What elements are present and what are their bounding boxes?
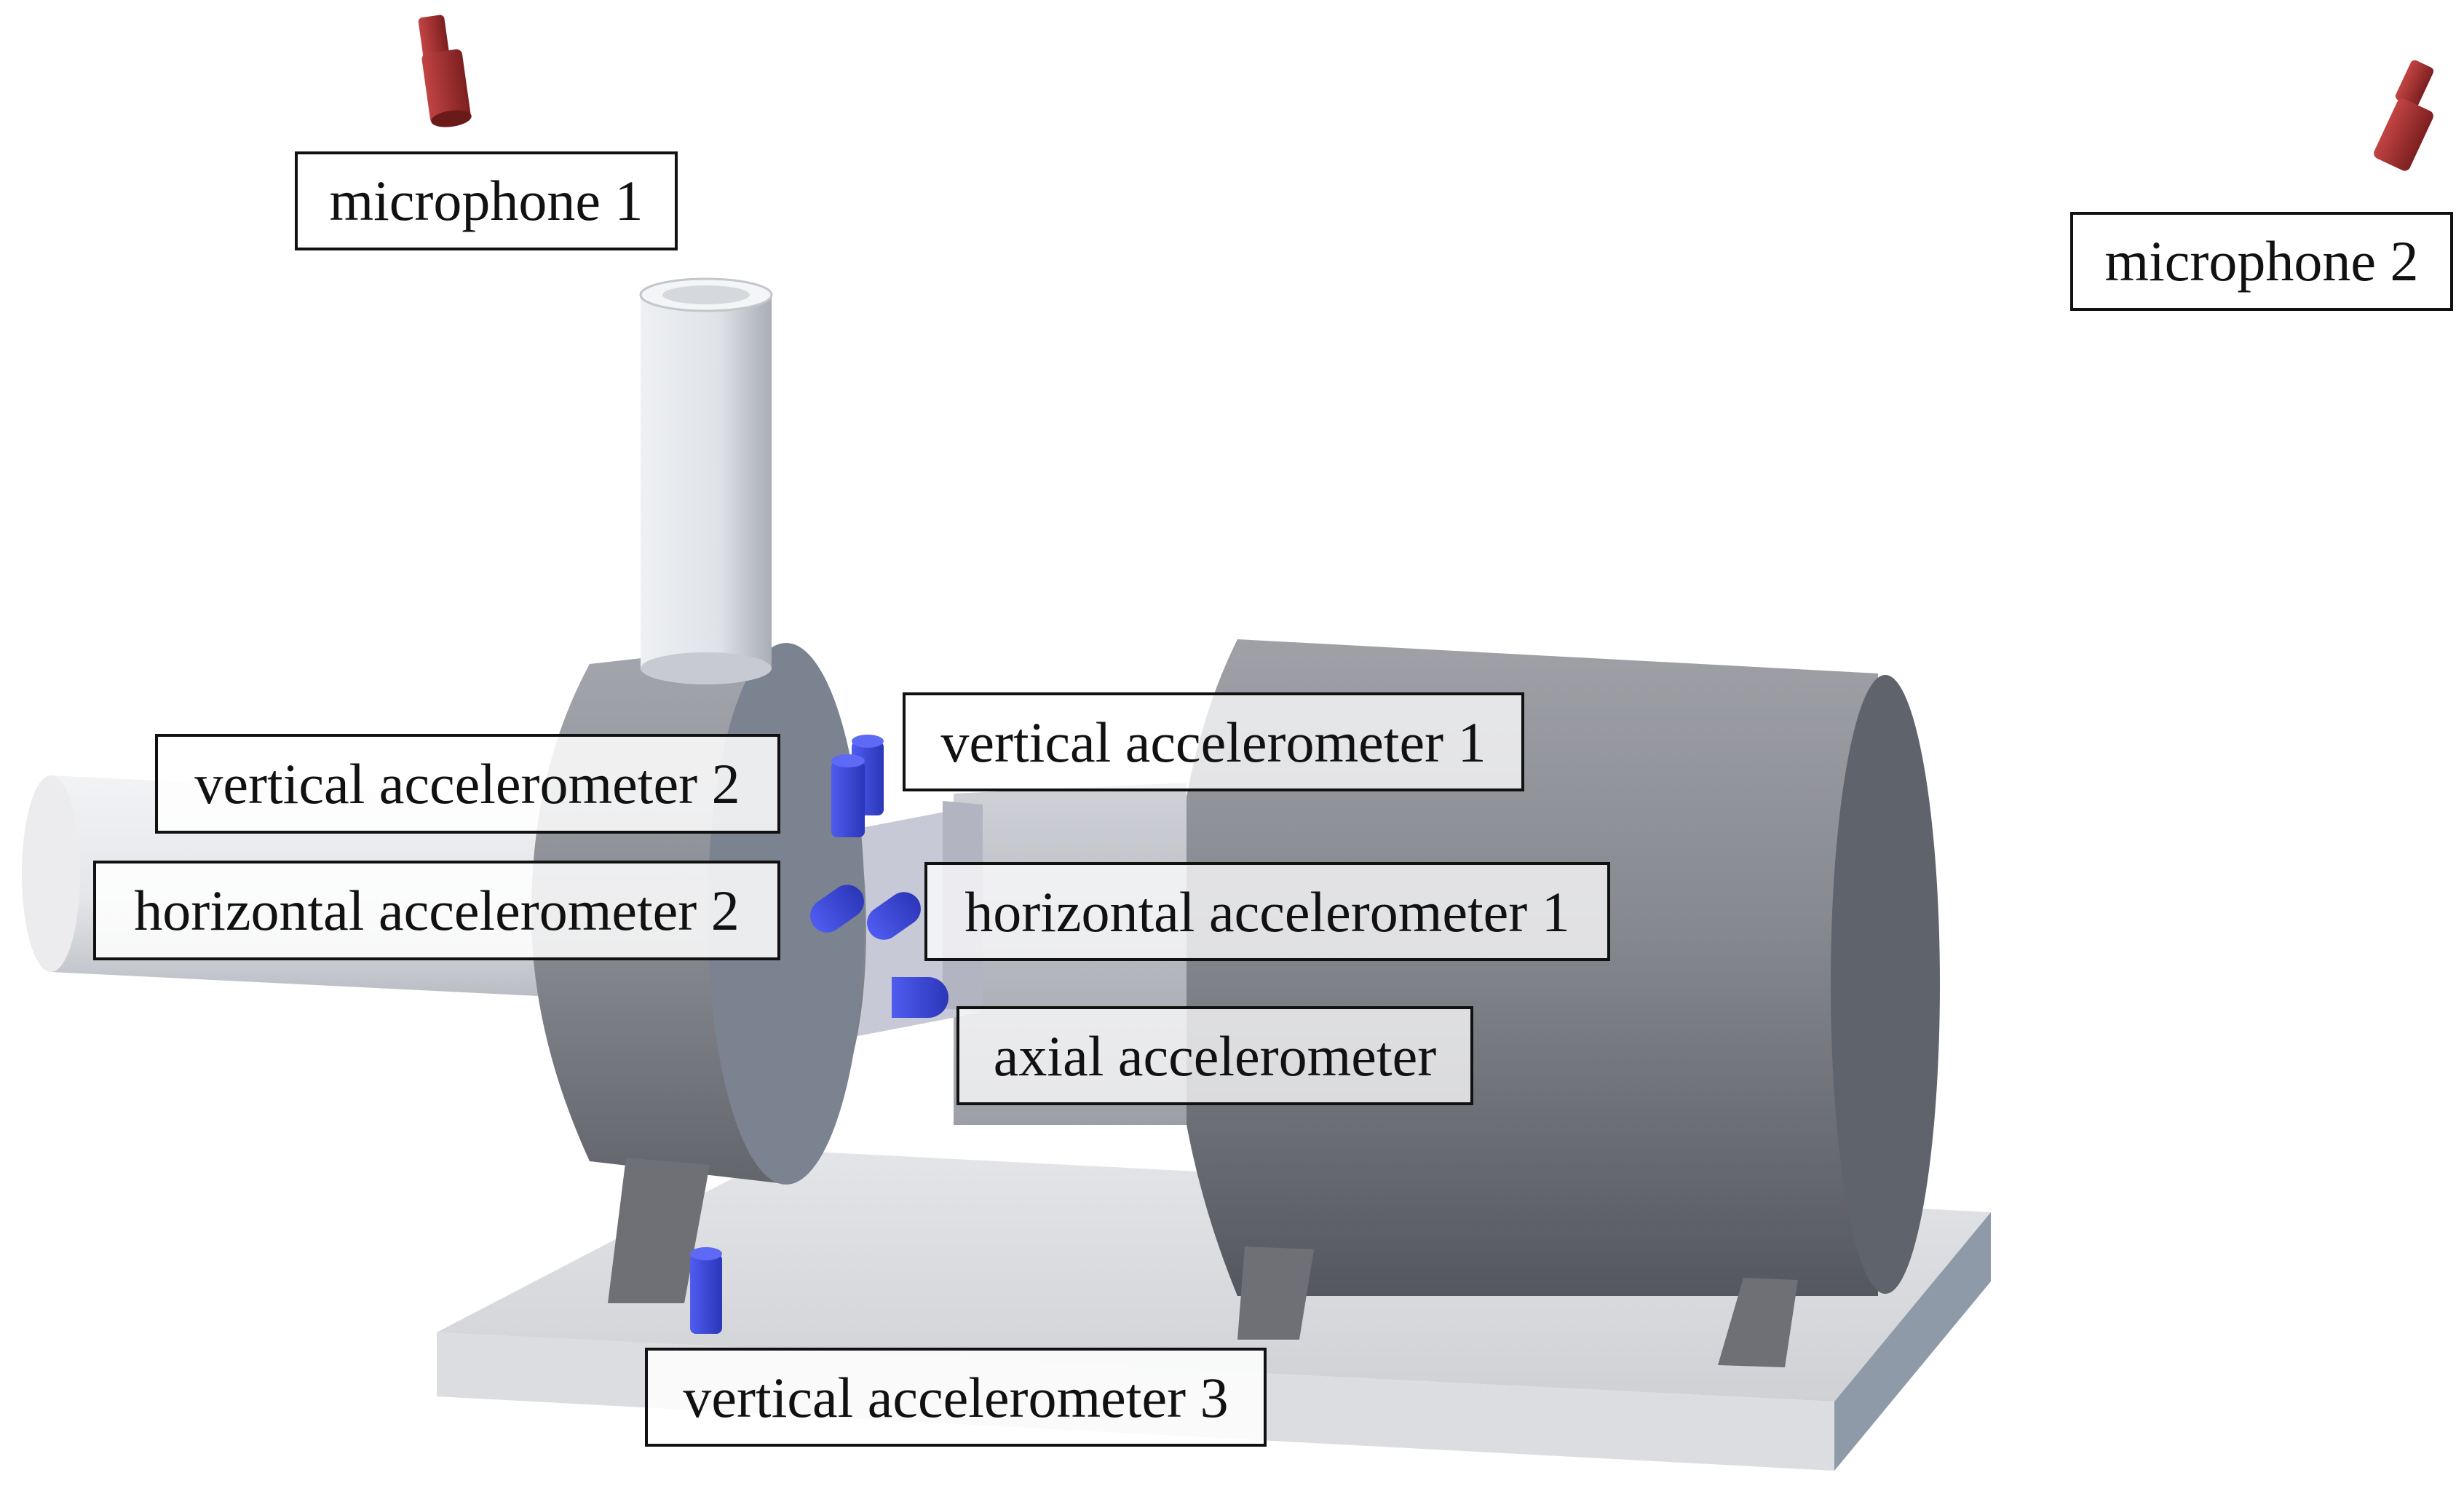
- label-horizontal-accelerometer-2: horizontal accelerometer 2: [93, 861, 780, 960]
- motor-foot-right: [1718, 1278, 1798, 1367]
- axial-accelerometer-sensor: [892, 977, 948, 1018]
- outlet-pipe: [639, 277, 773, 684]
- label-horizontal-accelerometer-1: horizontal accelerometer 1: [924, 862, 1610, 961]
- microphone-2-sensor: [2374, 60, 2434, 171]
- svg-text:horizontal accelerometer 2: horizontal accelerometer 2: [134, 879, 740, 942]
- svg-text:axial accelerometer: axial accelerometer: [994, 1024, 1436, 1088]
- svg-text:vertical accelerometer 1: vertical accelerometer 1: [940, 711, 1486, 774]
- pump-foot: [608, 1158, 710, 1303]
- label-vertical-accelerometer-2: vertical accelerometer 2: [155, 734, 780, 834]
- svg-text:vertical accelerometer 2: vertical accelerometer 2: [194, 752, 740, 815]
- label-microphone-1: microphone 1: [295, 151, 678, 250]
- svg-text:microphone 1: microphone 1: [329, 169, 643, 232]
- svg-text:microphone 2: microphone 2: [2104, 229, 2418, 293]
- horizontal-accelerometer-1-sensor: [867, 892, 921, 940]
- svg-text:horizontal accelerometer 1: horizontal accelerometer 1: [964, 880, 1570, 944]
- microphone-1-sensor: [418, 15, 472, 127]
- label-vertical-accelerometer-1: vertical accelerometer 1: [903, 692, 1524, 791]
- horizontal-accelerometer-2-sensor: [810, 885, 864, 933]
- label-vertical-accelerometer-3: vertical accelerometer 3: [645, 1348, 1267, 1447]
- label-microphone-2: microphone 2: [2070, 212, 2453, 311]
- label-axial-accelerometer: axial accelerometer: [956, 1006, 1473, 1105]
- vertical-accelerometer-3-sensor: [690, 1247, 722, 1334]
- vertical-accelerometer-2-sensor: [831, 754, 865, 837]
- motor-foot-left: [1237, 1246, 1314, 1340]
- svg-text:vertical accelerometer 3: vertical accelerometer 3: [683, 1366, 1228, 1429]
- motor: [1172, 639, 1940, 1367]
